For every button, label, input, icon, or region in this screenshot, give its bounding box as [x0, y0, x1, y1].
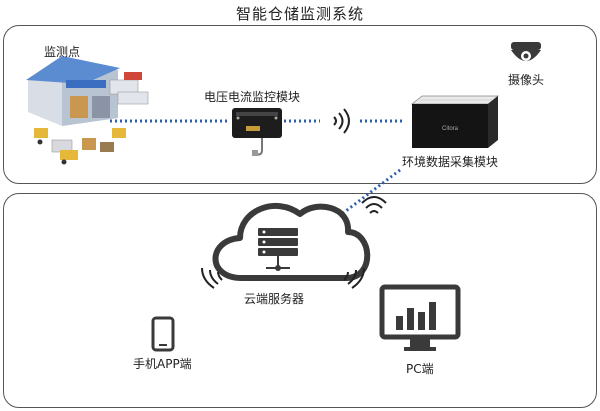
label-env-module: 环境数据采集模块: [402, 155, 499, 169]
wireless-icon-cloud-left: [201, 267, 223, 289]
label-camera: 摄像头: [508, 73, 545, 87]
diagram-title: 智能仓储监测系统: [235, 5, 364, 23]
label-voltage-module: 电压电流监控模块: [204, 90, 301, 104]
label-monitor-point: 监测点: [44, 45, 81, 59]
label-phone-app: 手机APP端: [133, 357, 192, 371]
wireless-icon-env: [361, 196, 387, 214]
pc-monitor-icon: [379, 284, 461, 351]
env-device-brand: Citora: [442, 126, 459, 132]
phone-icon: [151, 316, 175, 352]
camera-icon: [511, 42, 541, 61]
cloud-server-icon: [212, 202, 371, 281]
env-module-device: Citora: [410, 95, 500, 148]
wireless-icon-cloud-right: [343, 267, 365, 289]
voltage-module-device: [232, 108, 282, 156]
wireless-icon-voltage: [333, 108, 350, 134]
label-pc: PC端: [406, 362, 434, 376]
warehouse-illustration: [26, 56, 149, 165]
label-cloud-server: 云端服务器: [244, 292, 305, 306]
